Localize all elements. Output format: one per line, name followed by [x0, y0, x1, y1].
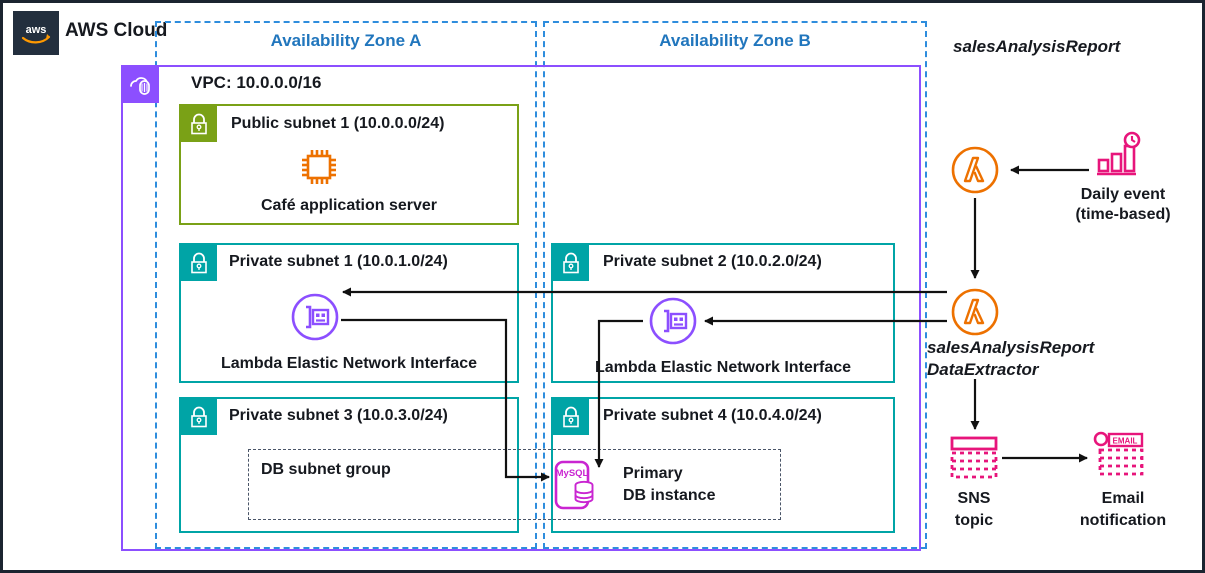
lambda-icon-top	[949, 144, 1001, 196]
rds-mysql-icon: MySQL	[554, 460, 602, 512]
cafe-application-server-label: Café application server	[260, 197, 438, 214]
private3-lock-icon	[181, 399, 217, 435]
network-interface-icon-1	[289, 291, 341, 343]
ec2-instance-icon	[297, 145, 341, 189]
aws-logo-icon: aws	[13, 11, 59, 55]
sns-topic-label-line2: topic	[954, 512, 994, 529]
availability-zone-a-label: Availability Zone A	[270, 31, 422, 50]
availability-zone-a-box	[155, 21, 537, 549]
sns-topic-label-line1: SNS	[957, 490, 991, 507]
availability-zone-b-box	[543, 21, 927, 549]
primary-db-instance-label-line2: DB instance	[623, 487, 716, 504]
subnet-public1-title: Public subnet 1 (10.0.0.0/24)	[231, 115, 445, 132]
data-extractor-label-line2: DataExtractor	[927, 360, 1039, 379]
private4-lock-icon	[553, 399, 589, 435]
lambda-eni-2-label: Lambda Elastic Network Interface	[594, 359, 852, 376]
email-notification-label-line2: notification	[1079, 512, 1167, 529]
data-extractor-label-line1: salesAnalysisReport	[927, 338, 1095, 357]
network-interface-icon-2	[647, 295, 699, 347]
db-subnet-group-box	[248, 449, 781, 520]
private1-lock-icon	[181, 245, 217, 281]
email-notification-icon: EMAIL	[1093, 431, 1147, 483]
email-notification-label-line1: Email	[1101, 490, 1145, 507]
subnet-private3-title: Private subnet 3 (10.0.3.0/24)	[229, 407, 448, 424]
daily-event-label-line2: (time-based)	[1075, 206, 1171, 223]
private2-lock-icon	[553, 245, 589, 281]
svg-text:aws: aws	[26, 24, 47, 36]
subnet-public1-box	[179, 104, 519, 225]
lambda-eni-1-label: Lambda Elastic Network Interface	[220, 355, 478, 372]
vpc-title: VPC: 10.0.0.0/16	[191, 73, 322, 92]
public1-lock-icon	[181, 106, 217, 142]
availability-zone-b-label: Availability Zone B	[659, 31, 811, 50]
subnet-private2-title: Private subnet 2 (10.0.2.0/24)	[603, 253, 822, 270]
sns-topic-icon	[949, 435, 999, 481]
daily-event-label-line1: Daily event	[1080, 186, 1166, 203]
eventbridge-scheduler-icon	[1093, 131, 1147, 179]
subnet-private1-title: Private subnet 1 (10.0.1.0/24)	[229, 253, 448, 270]
sales-analysis-report-label: salesAnalysisReport	[953, 37, 1121, 56]
primary-db-instance-label-line1: Primary	[623, 465, 683, 482]
db-subnet-group-label: DB subnet group	[261, 461, 391, 478]
vpc-box	[121, 65, 921, 551]
lambda-icon-bottom	[949, 286, 1001, 338]
subnet-private4-title: Private subnet 4 (10.0.4.0/24)	[603, 407, 822, 424]
aws-cloud-label: AWS Cloud	[65, 20, 168, 41]
email-badge-text: EMAIL	[1113, 437, 1138, 446]
vpc-icon	[123, 67, 159, 103]
mysql-badge-text: MySQL	[556, 468, 589, 479]
